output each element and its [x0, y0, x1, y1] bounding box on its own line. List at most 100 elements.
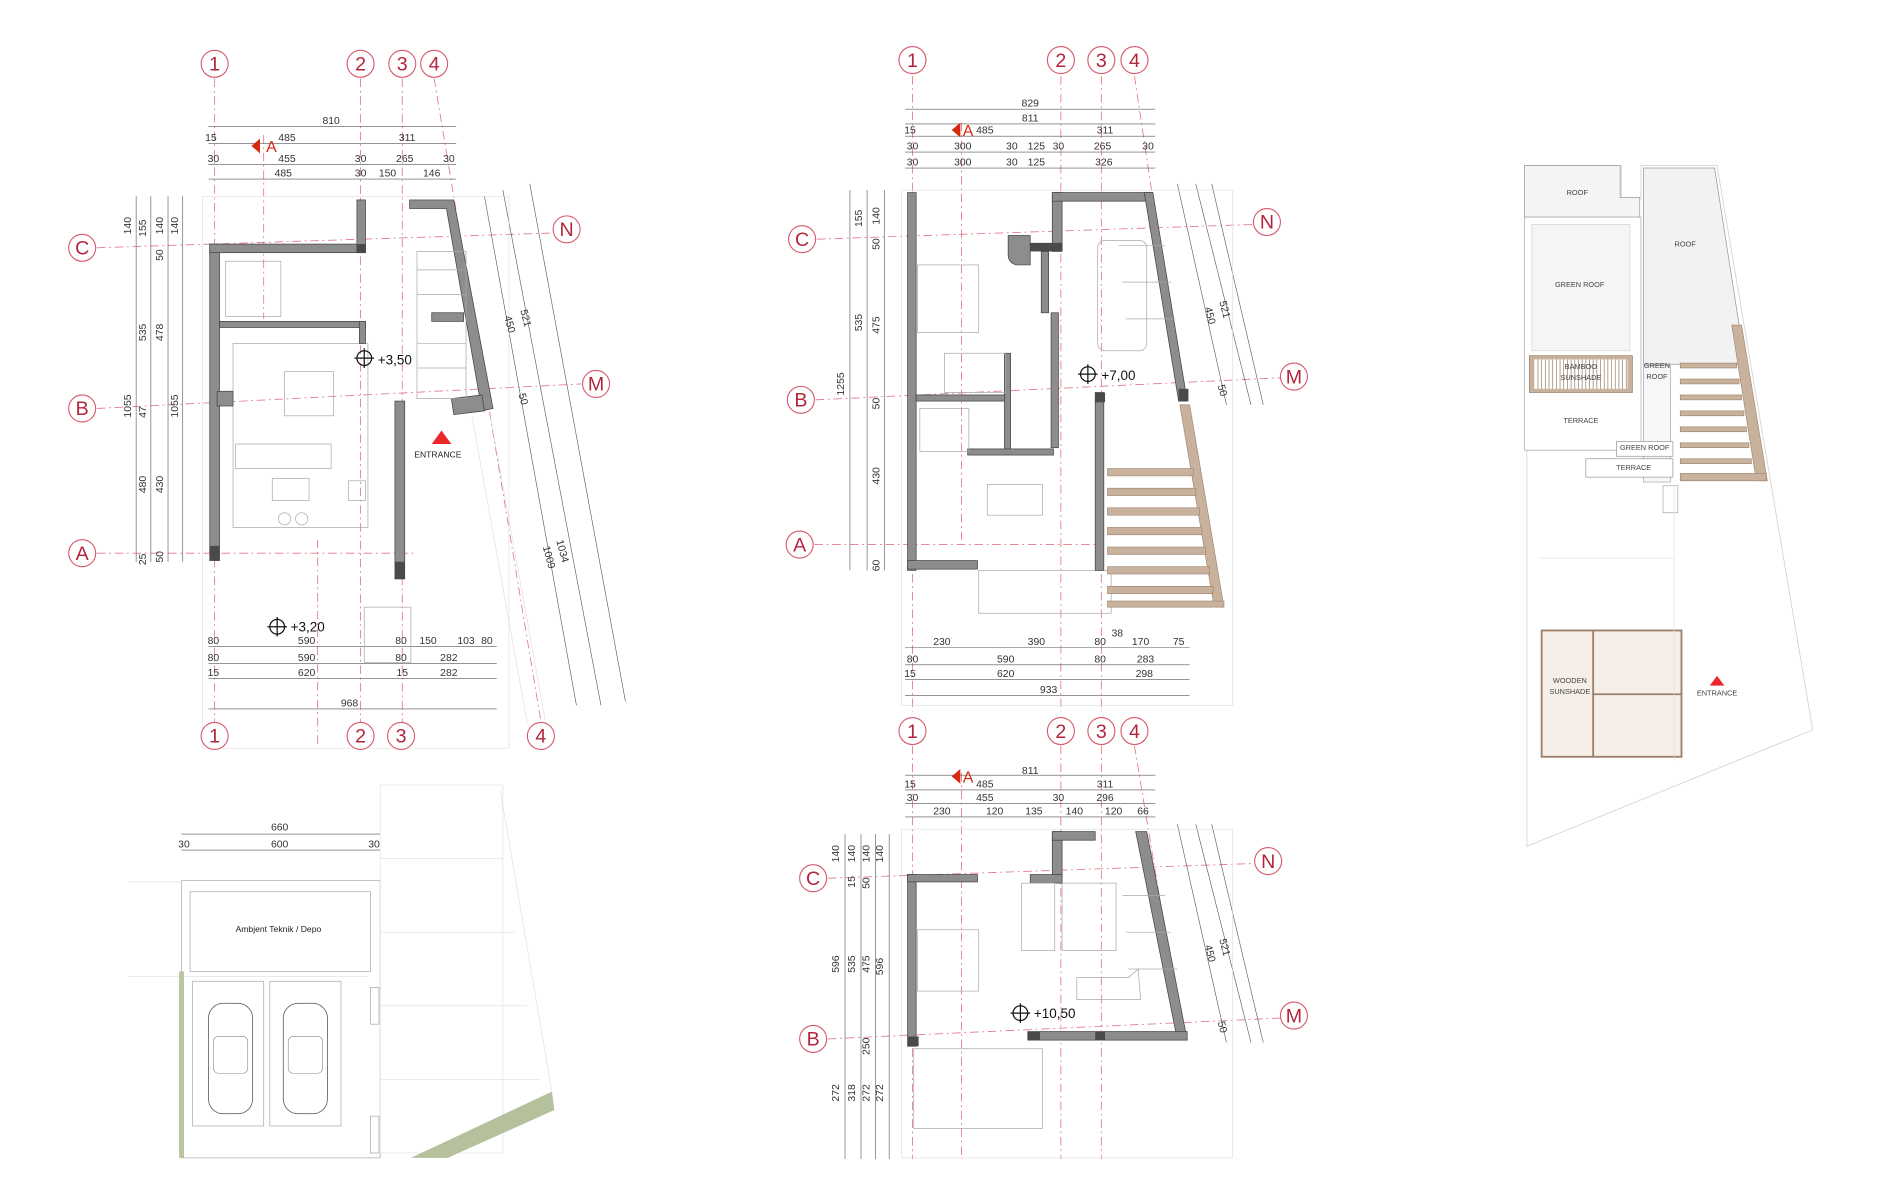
- timber-stairs: [1679, 324, 1768, 482]
- grid-axis-label: B: [807, 1029, 820, 1051]
- dimension-label: 103: [457, 636, 475, 647]
- dimension-label: 390: [1028, 637, 1046, 648]
- roof-plan-label: TERRACE: [1563, 416, 1598, 425]
- grid-bubble-icon: [1279, 1001, 1308, 1030]
- grid-bubble-icon: [1046, 716, 1075, 746]
- grid-axis-label: C: [75, 238, 89, 260]
- grid-bubble-icon: [346, 49, 375, 78]
- dimension-label: 30: [1006, 142, 1018, 153]
- dimension-label: 282: [440, 653, 458, 664]
- green-roof-area: [1531, 224, 1631, 352]
- dimension-label: 15: [396, 668, 408, 679]
- grid-axis-label: 3: [1096, 50, 1107, 72]
- dimension-label: 521: [1216, 300, 1231, 320]
- dimension-label: 25: [138, 553, 149, 565]
- dimension-label: 66: [1137, 806, 1149, 817]
- dimension-label: 485: [278, 133, 296, 144]
- grid-bubble-icon: [200, 721, 229, 750]
- dimension-label: 521: [517, 308, 532, 328]
- dimension-label: 272: [875, 1084, 886, 1102]
- grid-bubble-icon: [898, 46, 927, 75]
- roof-plan-label: SUNSHADE: [1560, 373, 1601, 382]
- roof-plan-label: GREEN ROOF: [1555, 280, 1605, 289]
- dimension-label: 30: [1006, 158, 1018, 169]
- roof-plan-label: ROOF: [1646, 372, 1668, 381]
- dimension-label: 298: [1136, 669, 1154, 680]
- grid-bubble-icon: [1087, 46, 1116, 75]
- dimension-label: 146: [423, 169, 441, 180]
- dimension-label: 155: [854, 209, 865, 227]
- dimension-label: 140: [862, 845, 873, 863]
- dimension-label: 450: [1202, 944, 1217, 964]
- dimension-label: 590: [298, 653, 316, 664]
- dimension-label: 485: [275, 169, 293, 180]
- dimension-label: 1009: [540, 545, 557, 570]
- dimension-label: 30: [907, 142, 919, 153]
- roof-plan-label: WOODEN: [1553, 676, 1587, 685]
- dimension-label: 50: [155, 551, 166, 563]
- dimension-label: 475: [862, 955, 873, 973]
- car-icon: [282, 1002, 328, 1115]
- dimension-label: 30: [907, 793, 919, 804]
- dimension-label: 596: [831, 955, 842, 973]
- dimension-label: 80: [1094, 654, 1106, 665]
- dimension-label: 485: [976, 779, 994, 790]
- dimension-lines: [844, 774, 1264, 1160]
- roof-plan-label: BAMBOO: [1565, 362, 1598, 371]
- grid-bubble-icon: [387, 721, 416, 750]
- floor-plan-drawing: [202, 138, 547, 749]
- timber-stairs: [1107, 404, 1225, 608]
- grid-axis-label: A: [793, 534, 807, 556]
- level-marker-icon: [354, 348, 375, 368]
- dimension-label: 170: [1132, 637, 1150, 648]
- dimension-label: 50: [871, 398, 882, 410]
- grid-axis-label: 3: [396, 726, 407, 748]
- grid-axis-label: M: [1286, 1005, 1302, 1027]
- grid-bubble-icon: [1279, 362, 1308, 391]
- dimension-label: 311: [1097, 126, 1114, 137]
- dimension-label: 30: [907, 158, 919, 169]
- dimension-label: 535: [138, 324, 149, 342]
- dimension-label: 282: [440, 668, 458, 679]
- dimension-label: 430: [155, 476, 166, 494]
- roof-plan-label: TERRACE: [1616, 463, 1651, 472]
- grid-bubble-icon: [582, 369, 611, 398]
- dimension-label: 230: [933, 637, 951, 648]
- dimension-label: 265: [396, 154, 414, 165]
- dimension-label: 596: [875, 958, 886, 976]
- dimension-label: 50: [862, 877, 873, 889]
- dimension-label: 230: [933, 806, 951, 817]
- dimension-label: 620: [298, 668, 316, 679]
- grid-axis-label: 4: [429, 54, 440, 76]
- floor-plan-drawing: [901, 769, 1233, 1159]
- dimension-label: 140: [1066, 806, 1084, 817]
- section-marker-icon: [251, 138, 261, 154]
- dimension-label: 150: [419, 636, 437, 647]
- grid-axis-label: 4: [1129, 50, 1140, 72]
- grid-axis-label: B: [794, 390, 807, 412]
- dimension-label: 1055: [123, 394, 134, 417]
- grid-axis-label: C: [795, 229, 809, 251]
- section-mark-label: A: [963, 770, 974, 787]
- grid-axis-label: 2: [1055, 50, 1066, 72]
- grid-axis-label: C: [806, 868, 820, 890]
- dimension-label: 455: [976, 793, 994, 804]
- dimension-label: 521: [1216, 938, 1231, 958]
- dimension-label: 60: [871, 559, 882, 571]
- grid-bubble-icon: [1087, 716, 1116, 746]
- dimension-label: 140: [847, 845, 858, 863]
- dimension-label: 30: [355, 169, 367, 180]
- dimension-label: 600: [271, 840, 289, 851]
- level-marker-icon: [267, 616, 287, 637]
- roof-area: [1643, 167, 1746, 365]
- dimension-label: 318: [847, 1084, 858, 1102]
- grid-axis-label: A: [76, 543, 90, 565]
- grid-lines: [814, 75, 1281, 712]
- grid-bubble-icon: [388, 49, 417, 78]
- dimension-label: 311: [399, 133, 416, 144]
- dimension-label: 30: [1053, 142, 1065, 153]
- dimension-label: 30: [1053, 793, 1065, 804]
